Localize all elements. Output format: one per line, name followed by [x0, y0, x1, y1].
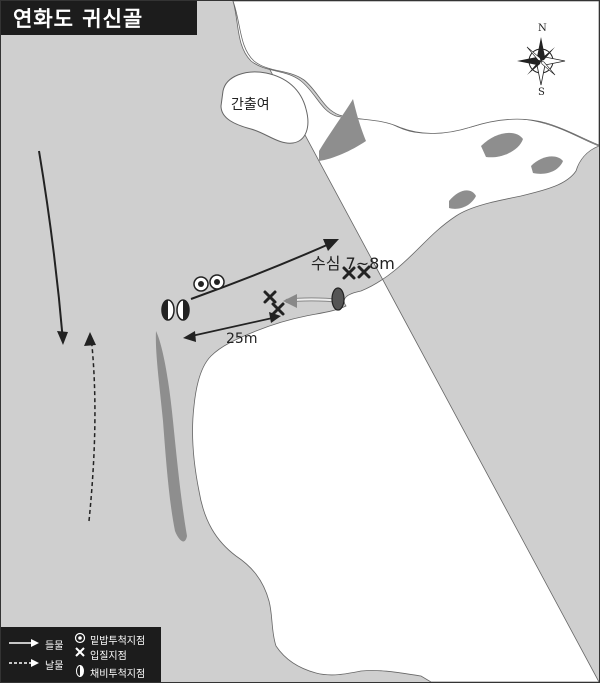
cast-arrow — [190, 240, 337, 300]
legend-tackle-point: 채비투척지점 — [90, 669, 146, 680]
flood-current-arrow — [38, 150, 64, 342]
tackle-point-marks — [161, 287, 345, 321]
compass-north-label: N — [538, 23, 547, 34]
distance-label: 25m — [226, 331, 258, 347]
distance-arrow — [186, 316, 278, 338]
ebb-current-arrowhead — [84, 332, 96, 346]
drift-arrowhead — [283, 294, 297, 308]
legend-chum-point: 밑밥투척지점 — [90, 636, 146, 647]
distance-arrowhead-left — [183, 331, 196, 342]
compass-south-label: S — [538, 87, 545, 98]
rock-label: 간출여 — [231, 97, 270, 113]
reef-north-1 — [481, 132, 523, 158]
map-legend: 들물 날물 밑밥투척지점 입질지점 채비투척지점 — [1, 627, 161, 682]
legend-flood: 들물 — [45, 641, 64, 652]
flood-current-arrowhead — [57, 331, 68, 345]
legend-ebb: 날물 — [45, 661, 64, 672]
legend-symbols — [9, 632, 86, 677]
legend-entry-point: 입질지점 — [90, 651, 127, 662]
cast-arrowhead — [323, 239, 339, 251]
land-north — [232, 1, 599, 146]
exposed-rock-island — [220, 71, 309, 144]
reef-north-3 — [449, 190, 476, 209]
reef-inlet — [319, 99, 366, 161]
ebb-current-arrow — [88, 335, 96, 522]
compass-rose — [517, 37, 566, 86]
chum-point-marks — [193, 274, 225, 292]
bite-point-marks — [263, 265, 371, 316]
reef-north-2 — [531, 156, 563, 174]
depth-label: 수심 7~8m — [311, 254, 395, 273]
map-title: 연화도 귀신골 — [1, 1, 197, 35]
reef-west-strip — [155, 331, 187, 542]
